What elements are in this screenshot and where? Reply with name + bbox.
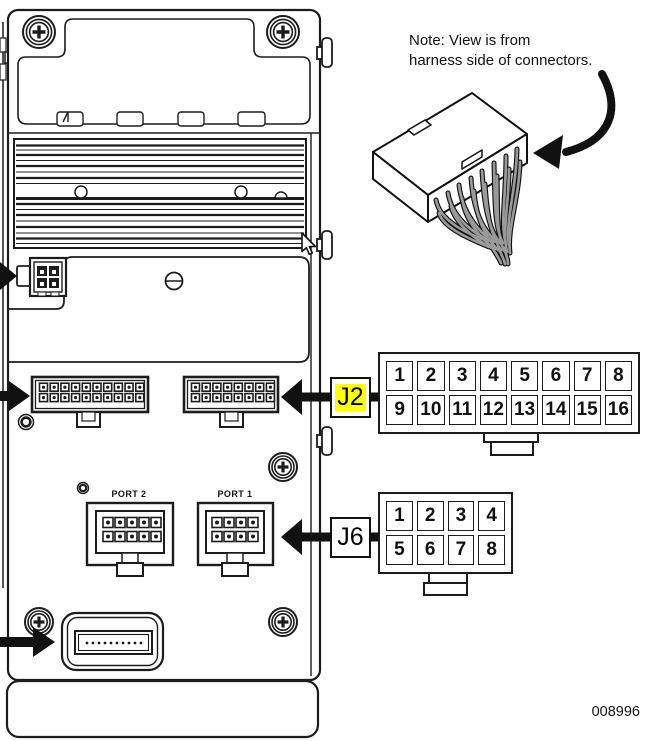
port1-label: PORT 1 <box>217 489 253 499</box>
pin-1: 1 <box>386 501 413 531</box>
pin-3: 3 <box>448 361 476 391</box>
housing-key <box>461 149 483 170</box>
bottom-edge-connector <box>60 611 165 672</box>
right-side-clips <box>316 37 333 456</box>
bottom-plate <box>5 679 320 739</box>
harness-connector-3d <box>372 92 528 267</box>
arrow-to-4pin-connector <box>0 262 17 290</box>
pin-10: 10 <box>417 395 445 425</box>
arrow-to-bottom-connector <box>0 627 55 657</box>
pin-5: 5 <box>386 535 413 565</box>
housing-pin-face <box>427 133 528 223</box>
note-text: Note: View is from harness side of conne… <box>409 31 639 71</box>
pin-16: 16 <box>604 395 632 425</box>
j6-connector-label-text: J6 <box>337 523 364 551</box>
module-pin-dots <box>38 382 276 403</box>
top-plate <box>8 18 320 134</box>
j2-connector-label-text: J2 <box>335 383 366 411</box>
j2-arrow <box>281 379 379 415</box>
pin-7: 7 <box>573 361 601 391</box>
pin-5: 5 <box>511 361 539 391</box>
pin-7: 7 <box>447 535 475 565</box>
pin-6: 6 <box>416 535 444 565</box>
pin-6: 6 <box>542 361 570 391</box>
pin-1: 1 <box>386 361 414 391</box>
pin-13: 13 <box>511 395 539 425</box>
pin-2: 2 <box>416 501 444 531</box>
bottom-connector-pins <box>85 641 143 645</box>
screw-top-right <box>266 15 300 49</box>
pin-4: 4 <box>479 361 507 391</box>
pin-12: 12 <box>479 395 507 425</box>
screw-bottom-conn-right <box>268 607 298 637</box>
pin-11: 11 <box>448 395 476 425</box>
port-pin-dots <box>102 516 259 543</box>
curved-note-arrow <box>533 70 616 169</box>
pin-3: 3 <box>447 501 475 531</box>
arrow-to-20pin-connector <box>0 381 30 411</box>
note-line-2: harness side of connectors. <box>409 52 593 69</box>
screw-top-left <box>22 15 56 49</box>
j2-connector-label: J2 <box>330 377 371 418</box>
slotted-screw-icon <box>164 271 184 291</box>
cursor-pointer-icon <box>301 232 317 256</box>
module-body-outline <box>6 8 322 682</box>
pin-15: 15 <box>573 395 601 425</box>
j2-pinout-key-tab <box>483 432 539 456</box>
pin-14: 14 <box>542 395 570 425</box>
pin-9: 9 <box>386 395 414 425</box>
mid-section-outline <box>9 256 310 363</box>
screw-ports <box>268 452 298 482</box>
note-line-1: Note: View is from <box>409 32 531 49</box>
j6-arrow <box>281 519 379 555</box>
heatsink-fins <box>13 138 307 249</box>
housing-latch <box>407 119 432 136</box>
j6-connector-label: J6 <box>330 517 371 558</box>
pin-8: 8 <box>604 361 632 391</box>
port1-connector <box>196 501 275 577</box>
pin-2: 2 <box>417 361 445 391</box>
pin-8: 8 <box>478 535 505 565</box>
callout-arrows <box>0 262 379 657</box>
harness-wires <box>433 146 523 267</box>
port2-label: PORT 2 <box>111 489 147 499</box>
small-4pin-connector <box>16 256 68 298</box>
figure-number: 008996 <box>591 704 640 720</box>
pin-4: 4 <box>478 501 505 531</box>
j6-pinout-key-tab <box>423 572 468 596</box>
